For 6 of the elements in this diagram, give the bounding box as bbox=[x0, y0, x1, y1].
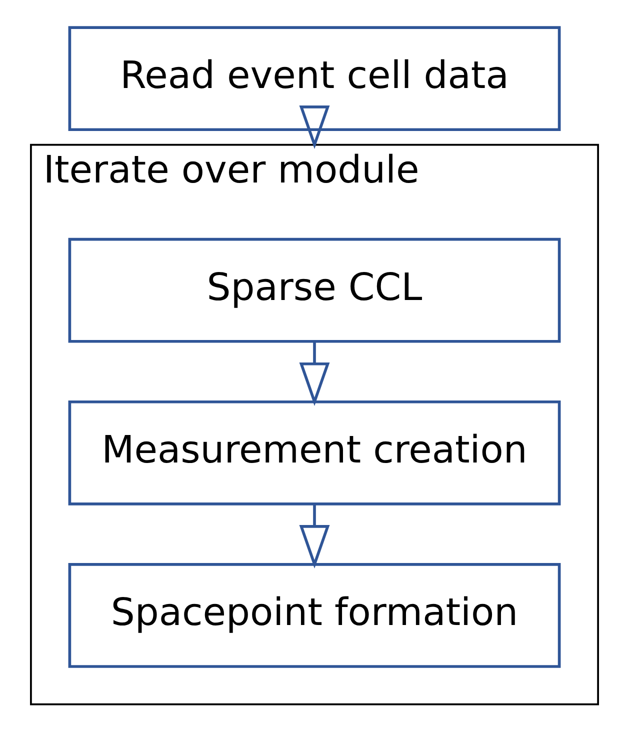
node-box: Measurement creation bbox=[68, 400, 561, 506]
arrow bbox=[299, 342, 330, 406]
arrow bbox=[299, 504, 330, 569]
node-box: Spacepoint formation bbox=[68, 563, 561, 668]
arrow bbox=[299, 106, 330, 150]
node-box: Sparse CCL bbox=[68, 238, 561, 343]
